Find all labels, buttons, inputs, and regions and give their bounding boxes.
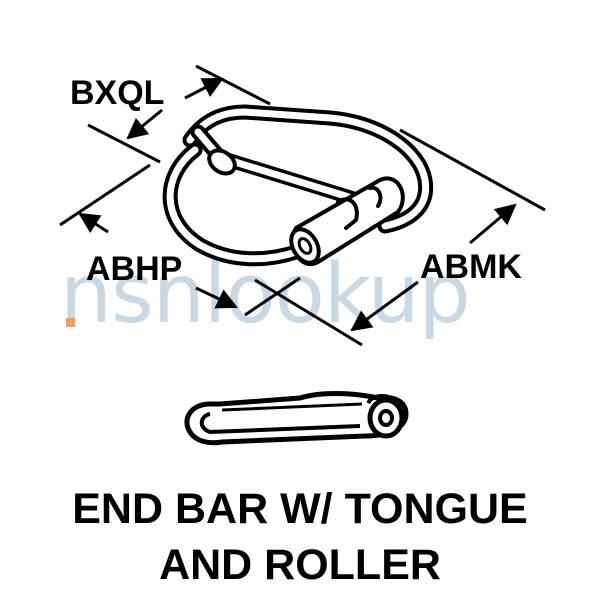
abhp-arrow-upper xyxy=(78,212,109,234)
abmk-arrow-upper xyxy=(469,203,517,245)
bxql-label: BXQL xyxy=(70,74,164,112)
abhp-arrow-lower xyxy=(195,286,238,309)
bxql-arrow-lower xyxy=(126,108,163,140)
abhp-extension-bottom xyxy=(244,276,301,317)
extension-lines xyxy=(59,64,546,347)
buckle-side-view xyxy=(184,391,409,446)
buckle-frame-iso xyxy=(162,104,434,267)
part-title-line-2: AND ROLLER xyxy=(159,541,441,589)
part-title-line-1: END BAR W/ TONGUE xyxy=(72,485,528,533)
abmk-arrow-lower xyxy=(350,280,419,332)
abhp-label: ABHP xyxy=(86,250,182,288)
bxql-arrow-upper xyxy=(184,77,224,100)
bxql-extension-right xyxy=(195,64,271,106)
dimension-arrows xyxy=(78,77,517,332)
abmk-extension-right xyxy=(399,128,546,212)
abmk-label: ABMK xyxy=(420,248,522,286)
abmk-extension-left xyxy=(254,278,363,347)
abhp-extension-top xyxy=(59,163,151,227)
watermark-dot xyxy=(66,318,75,327)
bxql-extension-left xyxy=(87,123,161,164)
